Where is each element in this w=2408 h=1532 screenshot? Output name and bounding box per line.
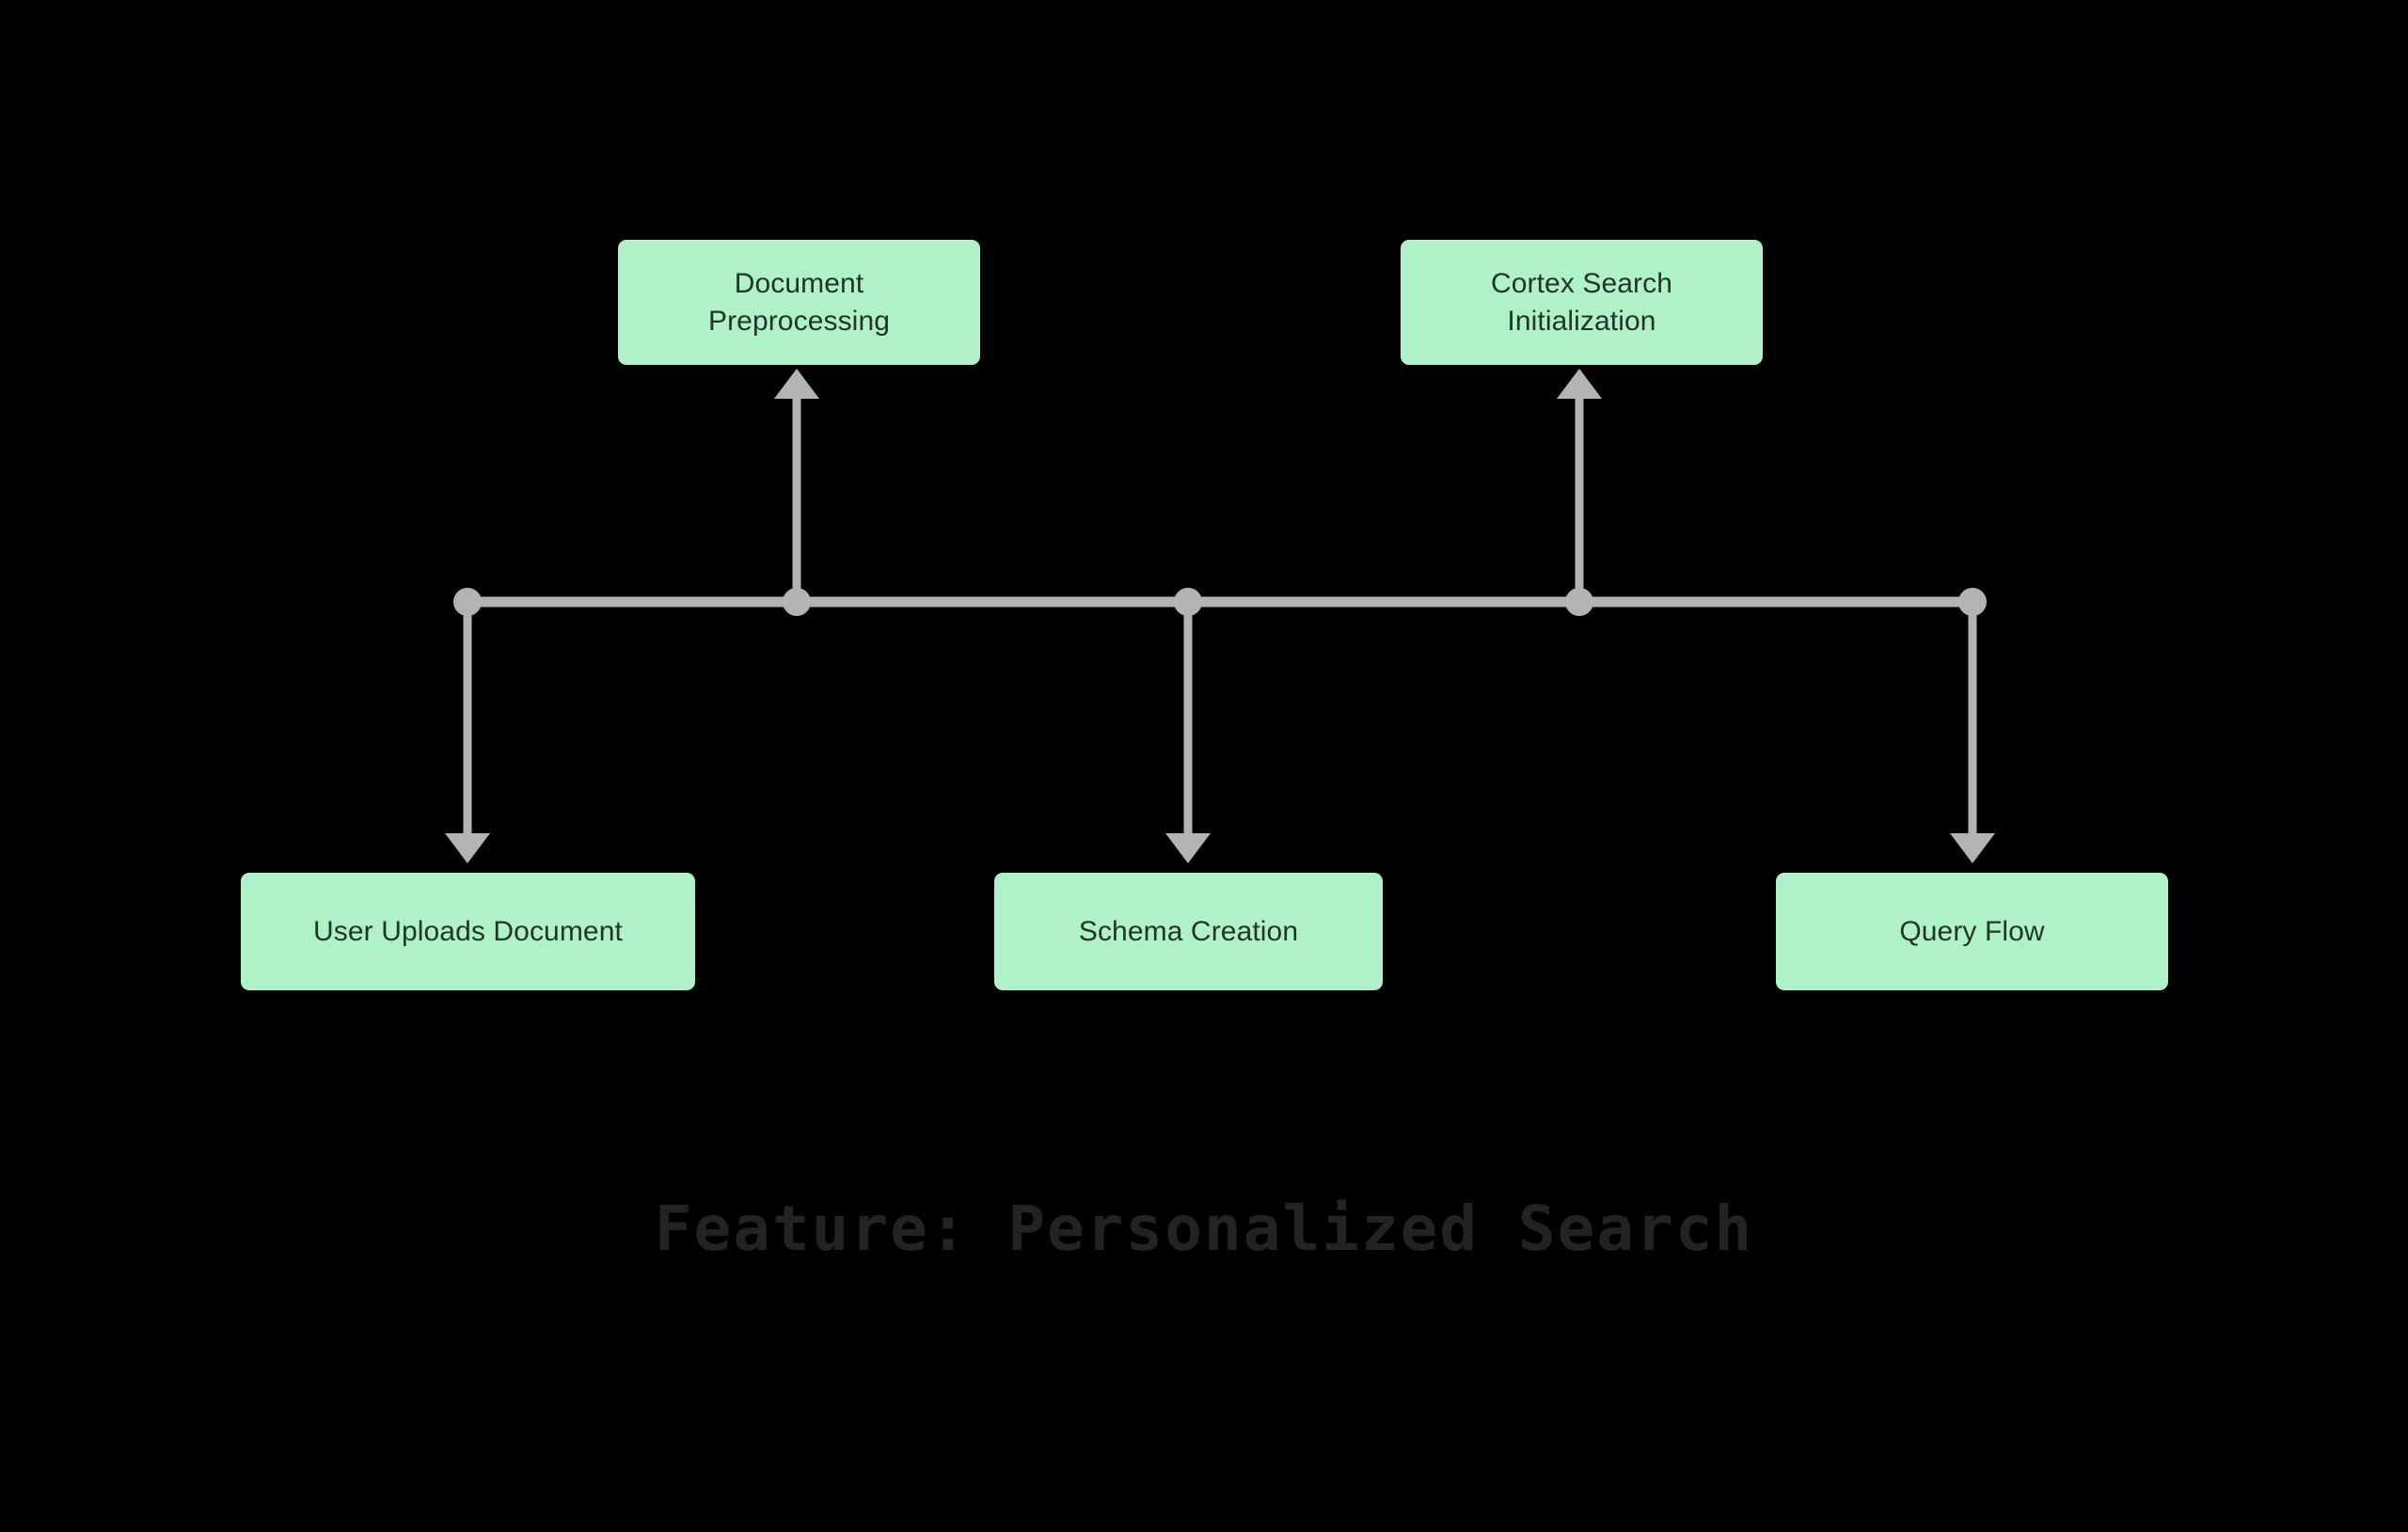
arrowhead-up-document-preprocessing: [774, 369, 819, 399]
arrowhead-down-user-uploads-document: [445, 833, 490, 863]
node-schema-creation[interactable]: Schema Creation: [994, 873, 1383, 990]
timeline-marker-1[interactable]: [453, 588, 482, 616]
arrowhead-down-query-flow: [1950, 833, 1995, 863]
arrowhead-up-cortex-search-initialization: [1557, 369, 1602, 399]
timeline-marker-5[interactable]: [1958, 588, 1987, 616]
node-cortex-search-initialization[interactable]: Cortex Search Initialization: [1401, 240, 1763, 365]
node-query-flow[interactable]: Query Flow: [1776, 873, 2168, 990]
node-document-preprocessing[interactable]: Document Preprocessing: [618, 240, 980, 365]
arrowhead-down-schema-creation: [1165, 833, 1211, 863]
figure-title: Feature: Personalized Search: [654, 1192, 1754, 1265]
timeline-marker-3[interactable]: [1174, 588, 1202, 616]
timeline-marker-2[interactable]: [783, 588, 811, 616]
timeline-marker-4[interactable]: [1565, 588, 1593, 616]
node-user-uploads-document[interactable]: User Uploads Document: [241, 873, 695, 990]
